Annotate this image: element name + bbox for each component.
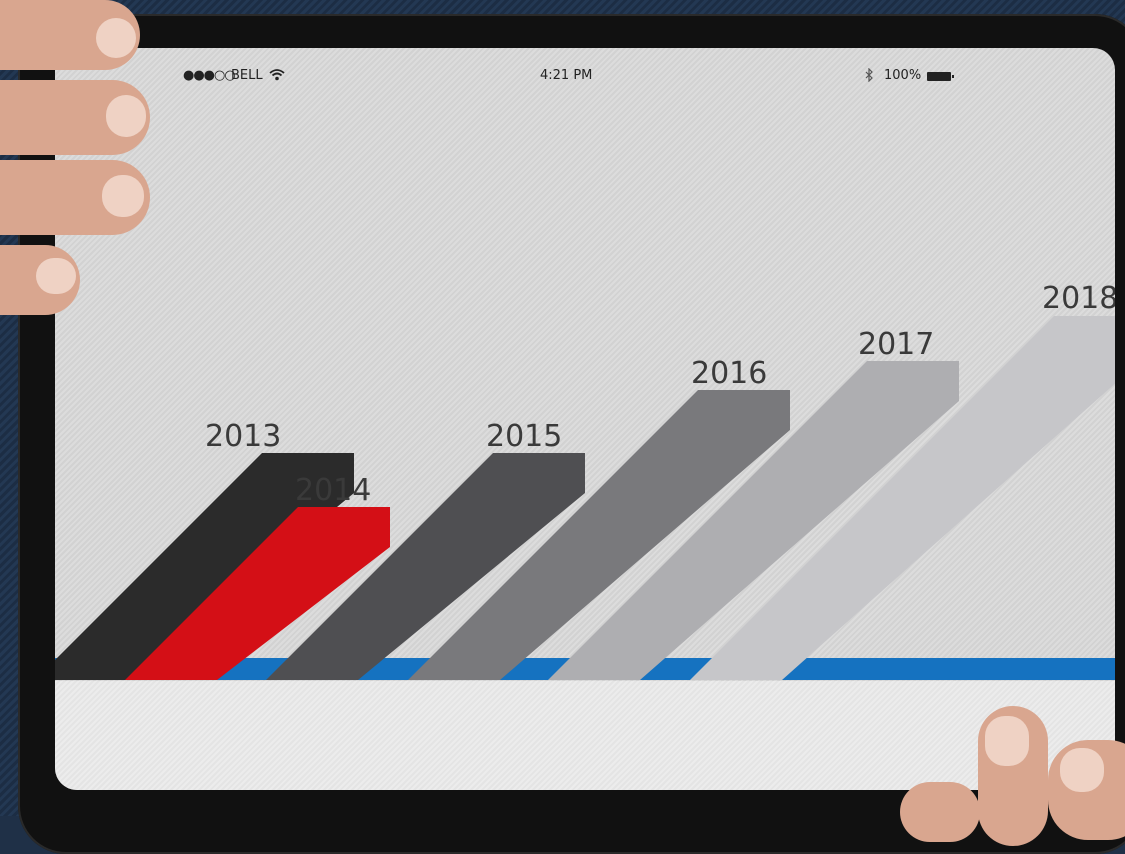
carrier-name: BELL xyxy=(231,68,263,83)
timeline-ribbon-2015 xyxy=(266,453,585,680)
battery-icon xyxy=(927,72,954,81)
status-bar: ●●●○○ BELL 4:21 PM 100% xyxy=(55,67,1115,88)
timeline-ribbon-2018 xyxy=(690,316,1115,680)
timeline-ribbon-2013 xyxy=(55,453,354,680)
timeline-ribbon-2017 xyxy=(548,361,959,680)
timeline-graphic: 2013 2014 2015 2016 2017 2018 xyxy=(55,281,1115,680)
signal-strength: ●●●○○ xyxy=(183,68,236,83)
year-label-2018: 2018 xyxy=(1042,281,1115,316)
year-label-2014: 2014 xyxy=(295,473,371,508)
year-label-2015: 2015 xyxy=(486,419,562,454)
timeline-ribbon-2014 xyxy=(125,507,390,680)
year-label-2017: 2017 xyxy=(858,327,934,362)
battery-percentage: 100% xyxy=(884,68,922,83)
bottom-panel xyxy=(55,681,1115,790)
wifi-icon xyxy=(269,68,285,85)
bluetooth-icon xyxy=(865,67,874,86)
year-label-2013: 2013 xyxy=(205,419,281,454)
timeline-ribbon-2016 xyxy=(408,390,790,680)
year-label-2016: 2016 xyxy=(691,356,767,391)
tablet-screen: ●●●○○ BELL 4:21 PM 100% 2013 2014 2015 2016… xyxy=(55,48,1115,790)
clock-time: 4:21 PM xyxy=(540,68,593,83)
